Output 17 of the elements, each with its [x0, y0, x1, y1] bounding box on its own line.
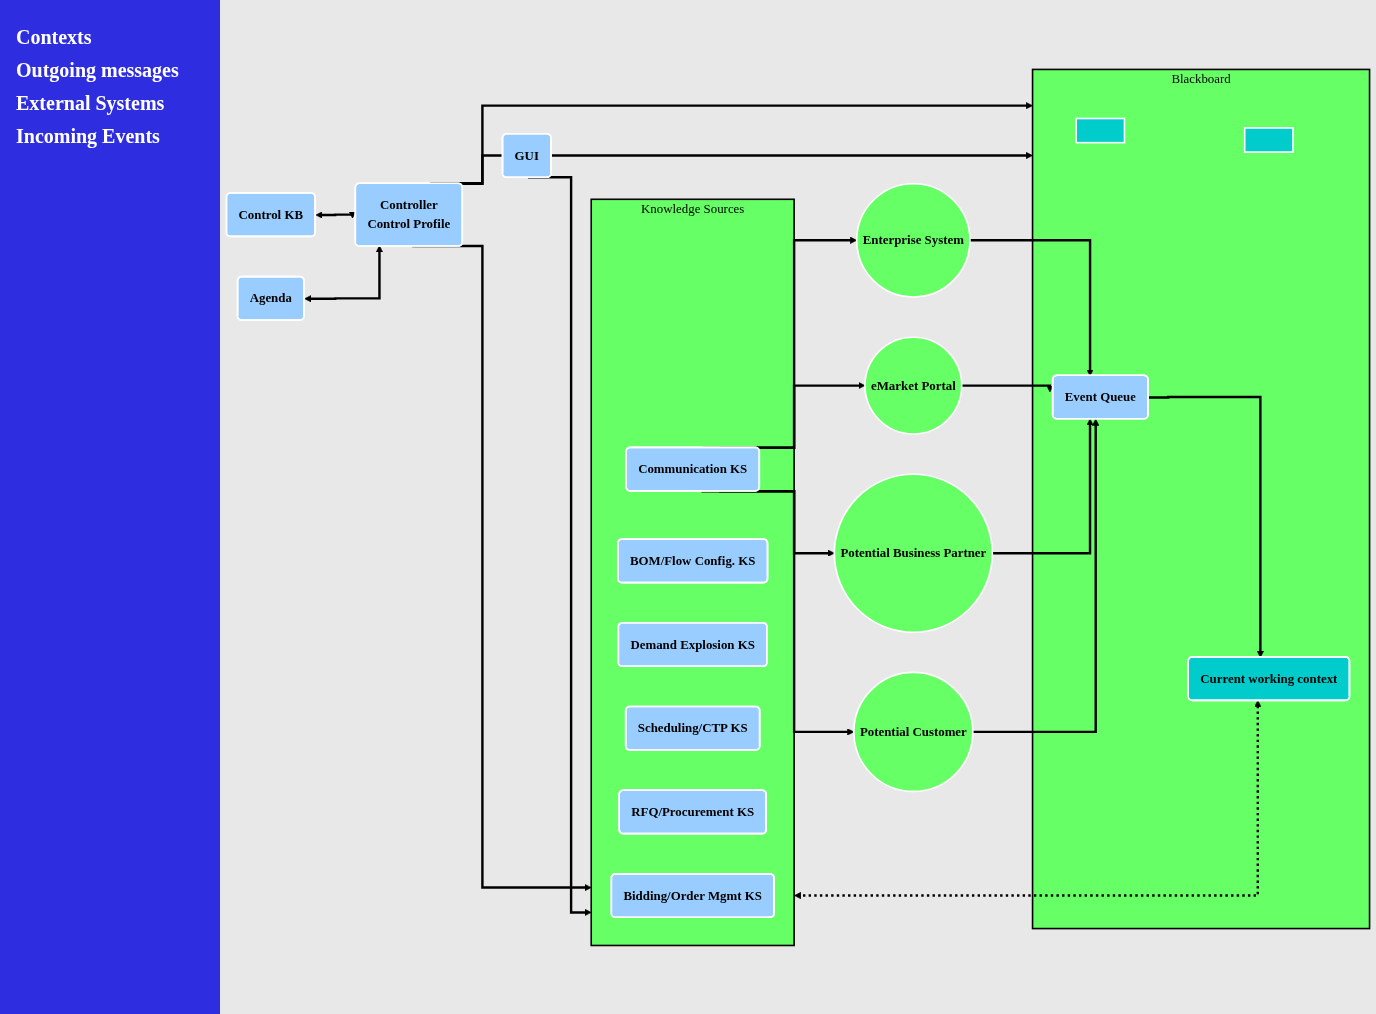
node-circle: Enterprise System: [855, 182, 971, 298]
note-text: External Systems: [16, 92, 166, 115]
note-text: Contexts: [16, 26, 93, 49]
arrow: [992, 418, 1094, 554]
node-bar: [1243, 126, 1294, 153]
node-bar: [1075, 117, 1126, 143]
node-circle: Potential Customer: [853, 671, 974, 792]
arrow: [972, 418, 1100, 733]
arrow: [1148, 395, 1264, 658]
arrow: [794, 699, 1262, 899]
arrow: [970, 238, 1094, 376]
arrow: [551, 151, 1033, 159]
node-circle: Potential Business Partner: [833, 472, 994, 633]
arrow: [304, 244, 383, 302]
note-text: Outgoing messages: [16, 59, 180, 82]
note-text: Incoming Events: [16, 125, 161, 148]
node-circle: eMarket Portal: [864, 335, 963, 435]
